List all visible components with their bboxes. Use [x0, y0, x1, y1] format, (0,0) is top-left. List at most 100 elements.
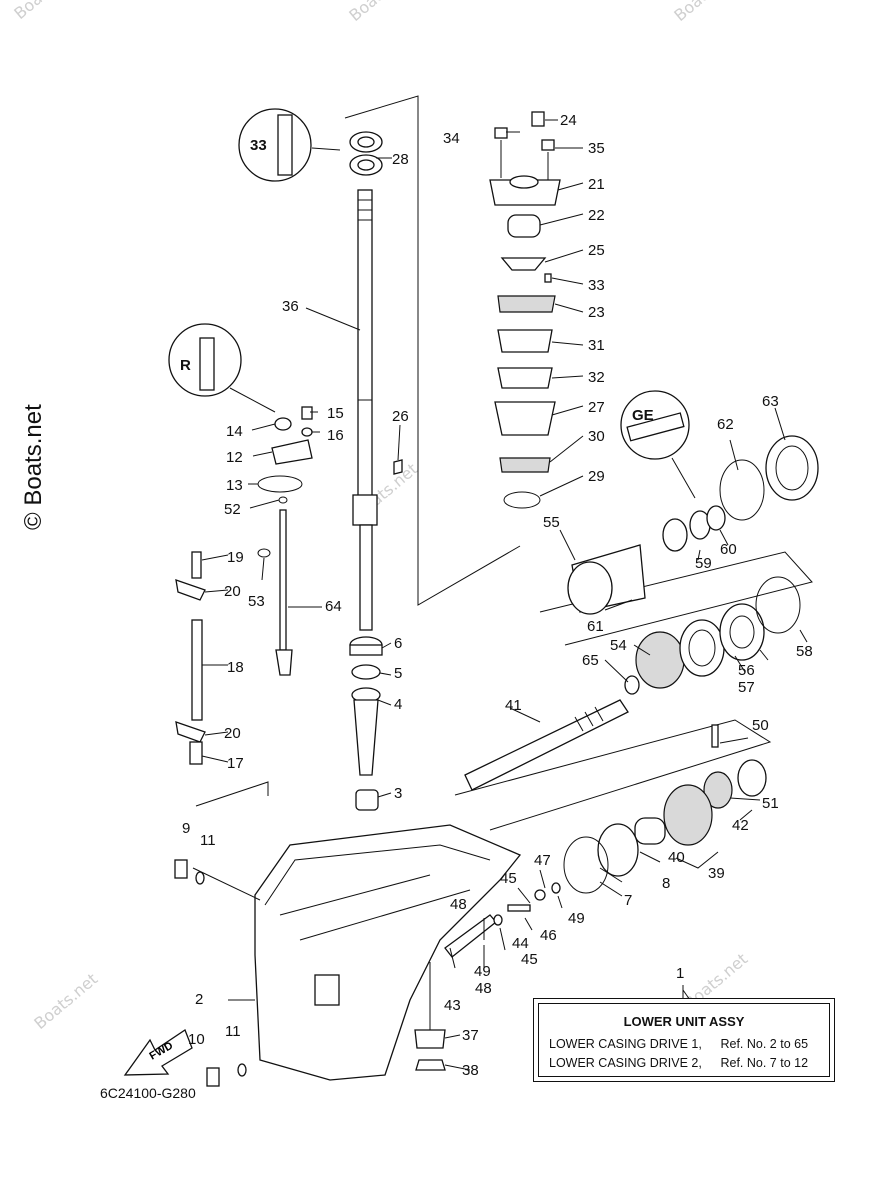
callout-52: 52	[224, 501, 241, 518]
part-41-propeller-shaft	[464, 699, 629, 791]
callout-25: 25	[588, 242, 605, 259]
callout-22: 22	[588, 207, 605, 224]
callout-31: 31	[588, 337, 605, 354]
callout-6: 6	[394, 635, 402, 652]
callout-27: 27	[588, 399, 605, 416]
parts-water-pump	[489, 111, 561, 509]
callout-62: 62	[717, 416, 734, 433]
assy-title: LOWER UNIT ASSY	[623, 1014, 745, 1029]
fwd-arrow: FWD	[123, 1029, 193, 1076]
symbol-33: 33	[250, 137, 267, 154]
callout-38: 38	[462, 1062, 479, 1079]
parts-drain-screw	[174, 859, 247, 1087]
callout-1: 1	[676, 965, 684, 982]
leader-lines	[192, 119, 808, 1071]
callout-14: 14	[226, 423, 243, 440]
callout-36: 36	[282, 298, 299, 315]
callout-43: 43	[444, 997, 461, 1014]
part-26-key	[393, 459, 403, 475]
callout-54: 54	[610, 637, 627, 654]
callout-29: 29	[588, 468, 605, 485]
callout-17: 17	[227, 755, 244, 772]
assy-box-inner: LOWER UNIT ASSY LOWER CASING DRIVE 1, Re…	[538, 1003, 830, 1077]
callout-39: 39	[708, 865, 725, 882]
callout-30: 30	[588, 428, 605, 445]
callout-4: 4	[394, 696, 402, 713]
callout-24: 24	[560, 112, 577, 129]
callout-18: 18	[227, 659, 244, 676]
callout-23: 23	[588, 304, 605, 321]
callout-44: 44	[512, 935, 529, 952]
group-brackets	[195, 95, 813, 831]
callout-26: 26	[392, 408, 409, 425]
watermark-vertical: © Boats.net	[20, 404, 47, 530]
callout-19: 19	[227, 549, 244, 566]
assy-row: LOWER CASING DRIVE 2, Ref. No. 7 to 12	[549, 1056, 821, 1070]
callout-50: 50	[752, 717, 769, 734]
callout-33: 33	[588, 277, 605, 294]
callout-47: 47	[534, 852, 551, 869]
part-28-bearings	[349, 131, 383, 176]
parts-pinion-shift	[414, 882, 561, 1071]
callout-16: 16	[327, 427, 344, 444]
callout-45b: 45	[521, 951, 538, 968]
callout-48b: 48	[475, 980, 492, 997]
part-36-drive-shaft	[352, 189, 378, 631]
callout-11a: 11	[200, 832, 216, 849]
callout-13: 13	[226, 477, 243, 494]
callout-61: 61	[587, 618, 604, 635]
parts-shift-rod	[175, 406, 313, 765]
lower-unit-assy-box: LOWER UNIT ASSY LOWER CASING DRIVE 1, Re…	[533, 998, 835, 1082]
drawing-code: 6C24100-G280	[100, 1085, 196, 1101]
callout-40: 40	[668, 849, 685, 866]
callout-46: 46	[540, 927, 557, 944]
assy-row-name: LOWER CASING DRIVE 1,	[549, 1037, 702, 1051]
assy-row-name: LOWER CASING DRIVE 2,	[549, 1056, 702, 1070]
watermark-text: Boats.net	[670, 0, 741, 25]
assy-row-ref: Ref. No. 2 to 65	[720, 1037, 809, 1051]
callout-20b: 20	[224, 725, 241, 742]
callout-57: 57	[738, 679, 755, 696]
callout-9: 9	[182, 820, 190, 837]
callout-56: 56	[738, 662, 755, 679]
callout-41: 41	[505, 697, 522, 714]
symbol-ge: GE	[632, 407, 654, 424]
callout-7: 7	[624, 892, 632, 909]
callout-32: 32	[588, 369, 605, 386]
callout-60: 60	[720, 541, 737, 558]
callout-58: 58	[796, 643, 813, 660]
callout-numbers: 1 2 3 4 5 6 7 8 9 10 11 11 12 13 14 15 1…	[182, 112, 813, 1079]
parts-gear-assembly	[563, 435, 819, 894]
callout-55: 55	[543, 514, 560, 531]
part-2-lower-casing	[254, 824, 522, 1081]
callout-48a: 48	[450, 896, 467, 913]
callout-59: 59	[695, 555, 712, 572]
callout-34: 34	[443, 130, 460, 147]
callout-2: 2	[195, 991, 203, 1008]
callout-49b: 49	[568, 910, 585, 927]
callout-11b: 11	[225, 1023, 241, 1040]
symbol-r: R	[180, 357, 191, 374]
callout-42: 42	[732, 817, 749, 834]
callout-20a: 20	[224, 583, 241, 600]
callout-51: 51	[762, 795, 779, 812]
callout-63: 63	[762, 393, 779, 410]
watermark-text: Boats.net	[30, 969, 101, 1033]
callout-10: 10	[188, 1031, 205, 1048]
assy-row-ref: Ref. No. 7 to 12	[720, 1056, 809, 1070]
callout-49a: 49	[474, 963, 491, 980]
callout-45a: 45	[500, 870, 517, 887]
callout-5: 5	[394, 665, 402, 682]
callout-65: 65	[582, 652, 599, 669]
assy-row: LOWER CASING DRIVE 1, Ref. No. 2 to 65	[549, 1037, 821, 1051]
symbol-callouts: 33 R GE	[168, 108, 696, 499]
watermark-text: Boats.net	[345, 0, 416, 25]
callout-3: 3	[394, 785, 402, 802]
callout-8: 8	[662, 875, 670, 892]
parts-driveshaft-sleeves	[349, 636, 383, 811]
callout-35: 35	[588, 140, 605, 157]
callout-37: 37	[462, 1027, 479, 1044]
callout-15: 15	[327, 405, 344, 422]
callout-12: 12	[226, 449, 243, 466]
